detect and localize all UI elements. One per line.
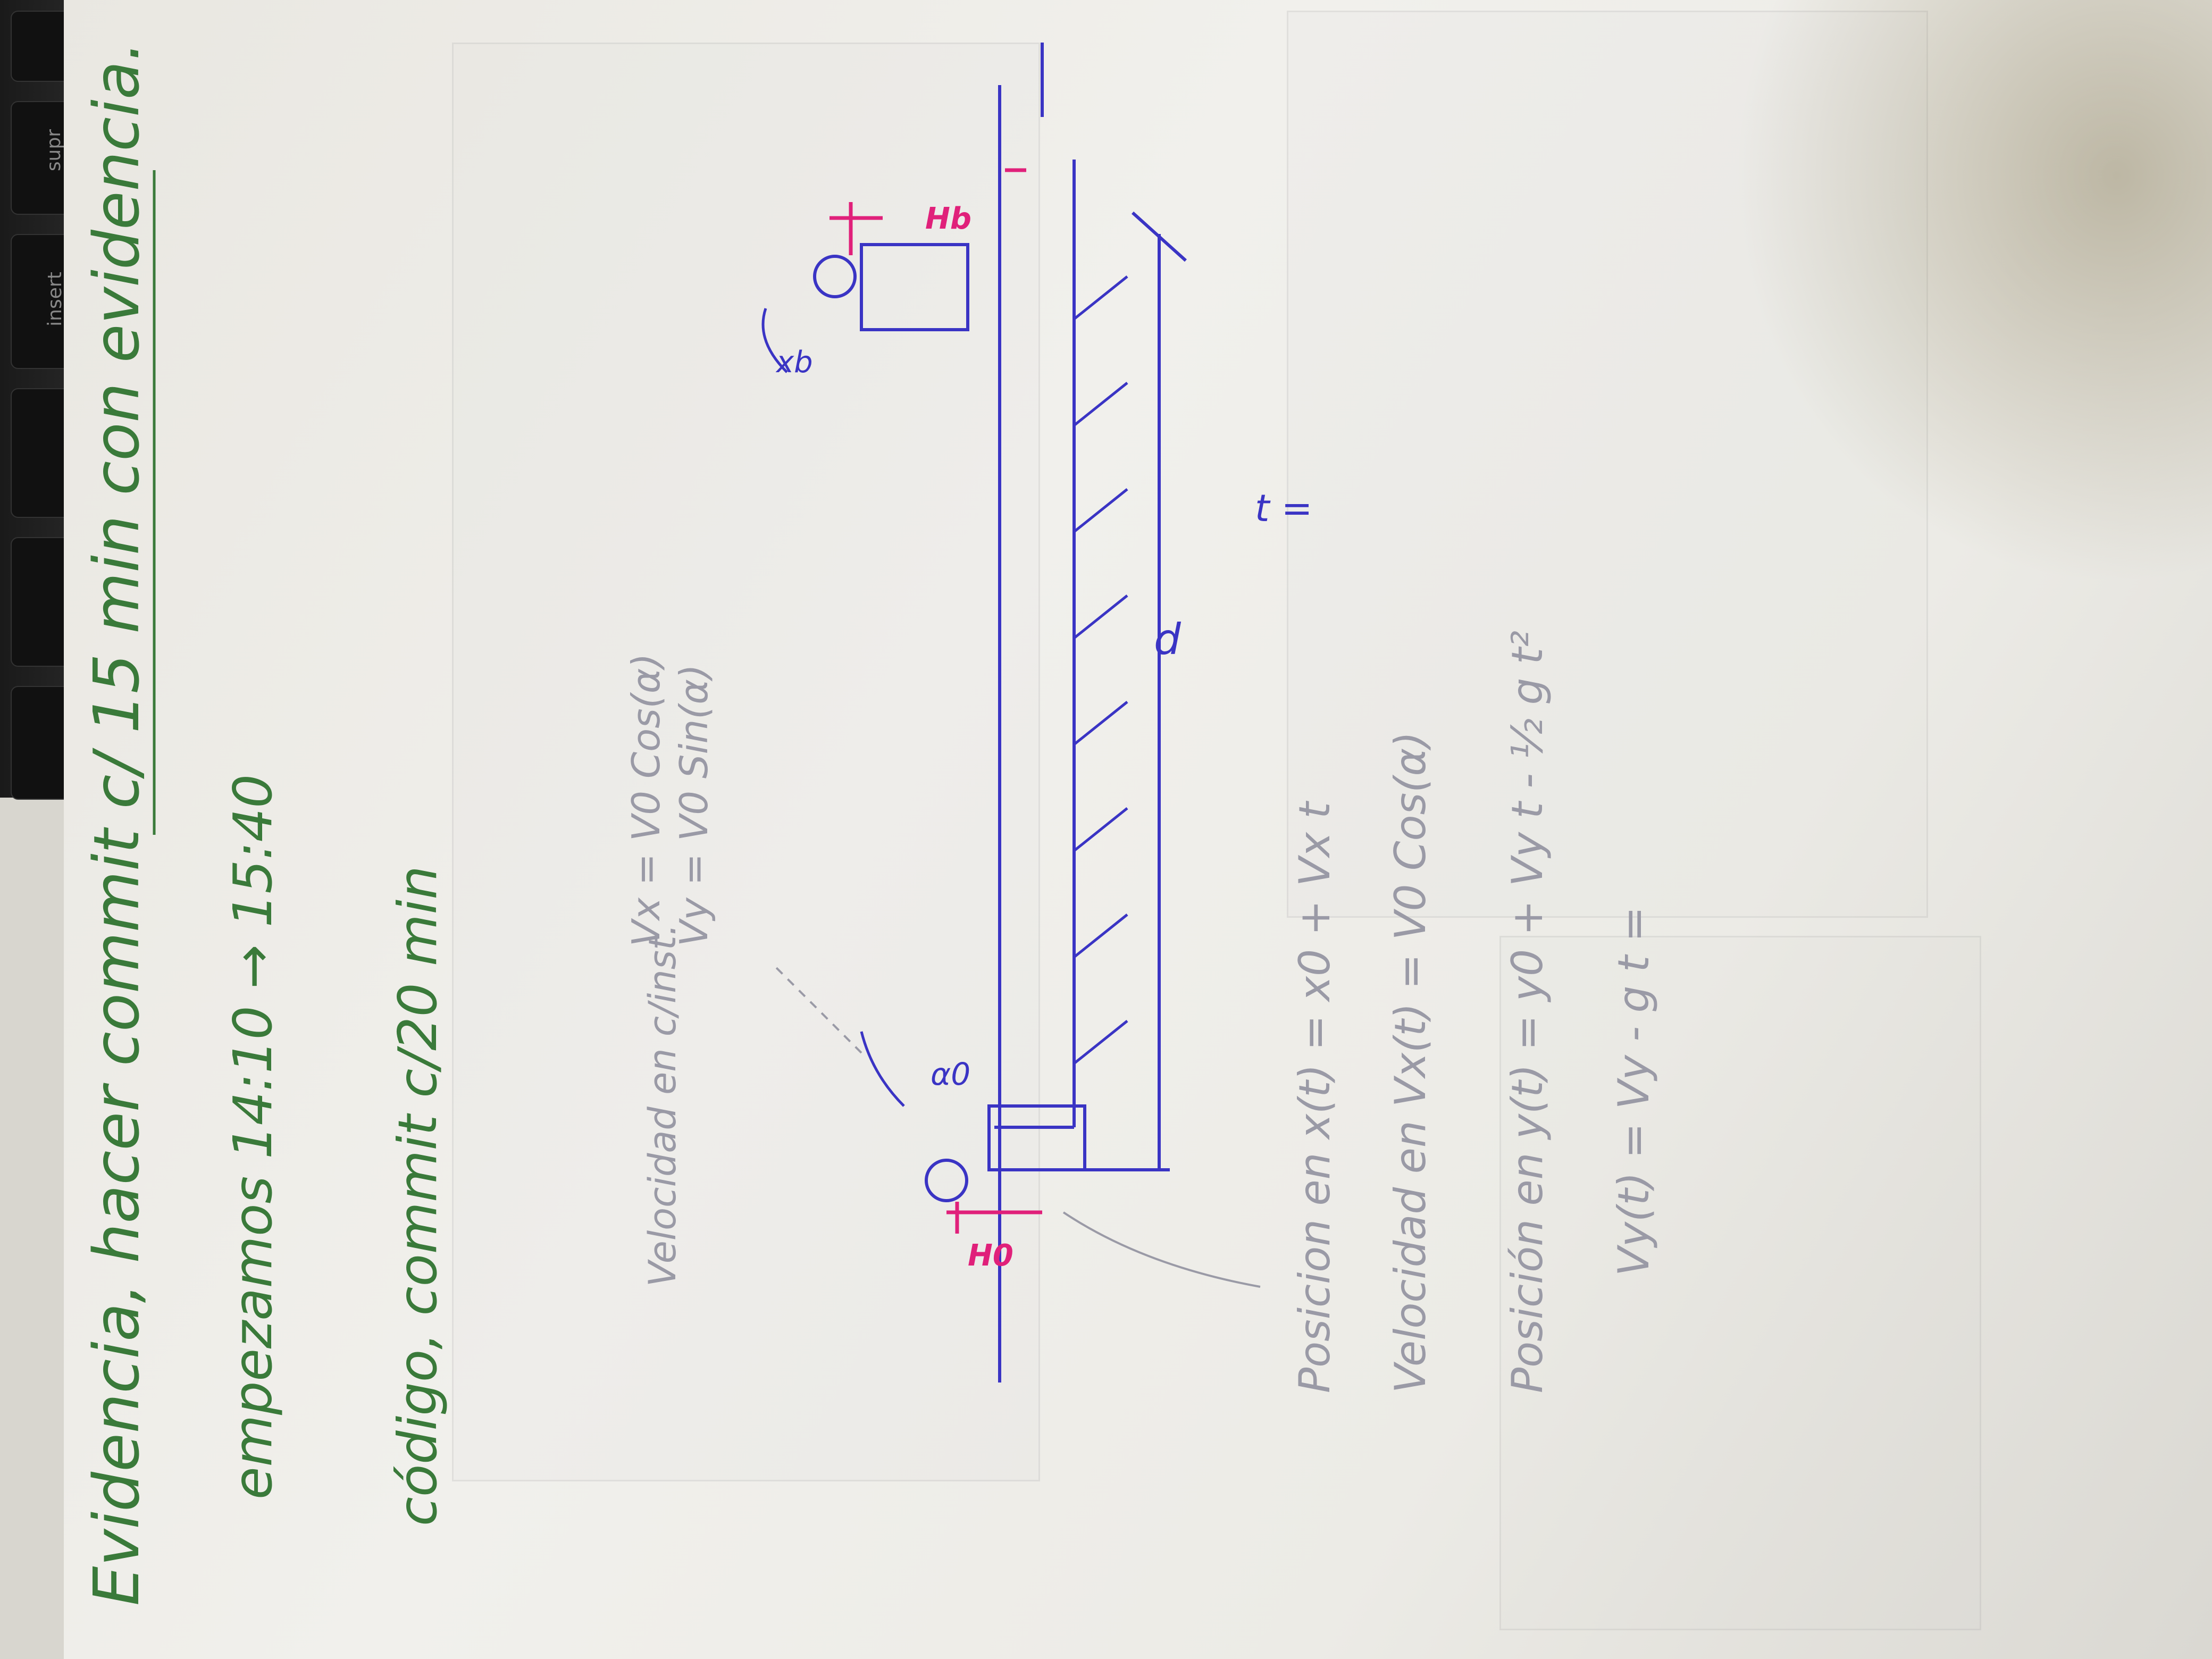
h0-label: H0 <box>968 1238 1013 1273</box>
bleed-through-area <box>452 43 1040 1481</box>
x-velocity-equation: Velocidad en Vx(t) = V0 Cos(α) <box>1386 732 1435 1393</box>
field-diagram: d α0 xb t = <box>761 43 1312 1382</box>
aside-mark: t = <box>1255 487 1312 530</box>
launch-angle-arc <box>860 1031 905 1107</box>
x-position-equation: Posicion en x(t) = x0 + Vx t <box>1290 801 1339 1393</box>
left-platform <box>987 1104 1086 1171</box>
left-ball <box>925 1159 968 1202</box>
y-velocity-equation: Vy(t) = Vy - g t = <box>1609 906 1658 1276</box>
vy-formula: Vy = V0 Sin(α) <box>672 664 716 946</box>
landing-angle-arc <box>761 308 788 373</box>
equations-group: Posicion en x(t) = x0 + Vx t Velocidad e… <box>1290 631 1658 1393</box>
velocity-label: Velocidad en c/inst. <box>641 924 684 1287</box>
y-position-equation: Posición en y(t) = y0 + Vy t - ½ g t² <box>1503 631 1552 1393</box>
hb-label: Hb <box>925 202 971 236</box>
vx-formula: Vx = V0 Cos(α) <box>624 653 668 946</box>
right-ball <box>813 255 857 298</box>
field-corner-mark <box>1131 211 1187 262</box>
code-commit-text: código, commit c/20 min <box>387 866 449 1526</box>
right-platform <box>860 243 969 331</box>
dashed-pointer <box>775 967 862 1054</box>
gray-curve <box>1062 1211 1261 1288</box>
heading-group: Evidencia, hacer commit c/ 15 min con ev… <box>80 41 449 1606</box>
xb-label: xb <box>775 345 813 380</box>
ground-hatching <box>1073 275 1128 1065</box>
height-markers <box>830 168 1042 1234</box>
velocity-note: Velocidad en c/inst. Vx = V0 Cos(α) Vy =… <box>624 653 716 1287</box>
schedule-text: empezamos 14:10 → 15:40 <box>222 774 284 1499</box>
paper-shadow <box>1733 0 2212 585</box>
heading-text: Evidencia, hacer commit c/ 15 min con ev… <box>80 41 153 1606</box>
alpha-label: α0 <box>931 1056 970 1092</box>
bleed-through-area <box>1499 936 1981 1630</box>
distance-label: d <box>1154 615 1182 664</box>
